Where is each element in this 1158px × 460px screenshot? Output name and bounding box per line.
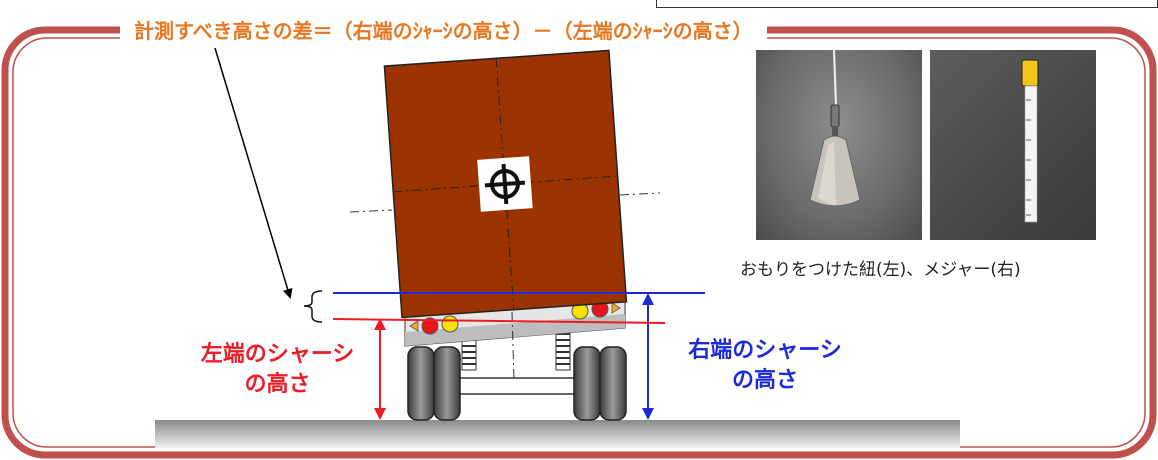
container xyxy=(383,49,628,319)
right-chassis-height-label: 右端のシャーシ の高さ xyxy=(660,336,870,396)
left-label-line1: 左端のシャーシ xyxy=(200,342,355,367)
left-label-line2: の高さ xyxy=(244,372,311,397)
crosshair-icon xyxy=(484,163,526,205)
right-label-line2: の高さ xyxy=(731,368,798,393)
ground xyxy=(155,420,960,448)
left-arrowhead-top xyxy=(374,318,386,330)
left-height-level-line xyxy=(332,318,666,324)
tail-light-icon xyxy=(571,300,621,320)
left-chassis-height-label: 左端のシャーシ の高さ xyxy=(175,340,380,400)
plumb-bob-photo xyxy=(756,50,922,240)
right-label-line1: 右端のシャーシ xyxy=(688,338,842,363)
right-spring xyxy=(555,327,571,371)
diagram-title: 計測すべき高さの差＝（右端のｼｬｰｼの高さ）－（左端のｼｬｰｼの高さ） xyxy=(120,14,767,48)
photo-caption: おもりをつけた紐(左)、メジャー(右) xyxy=(740,260,1021,280)
wheel-icon xyxy=(573,346,627,421)
ref-line-right xyxy=(619,192,661,196)
pointer-arrow xyxy=(214,47,293,299)
brace-icon xyxy=(303,290,323,323)
right-arrowhead-bottom xyxy=(642,408,654,420)
axle xyxy=(439,377,591,395)
tape-measure-photo xyxy=(930,50,1096,240)
ref-line-left xyxy=(349,209,393,213)
wheel-icon xyxy=(407,346,461,421)
right-arrowhead-top xyxy=(642,293,654,305)
left-arrowhead-bottom xyxy=(374,408,386,420)
